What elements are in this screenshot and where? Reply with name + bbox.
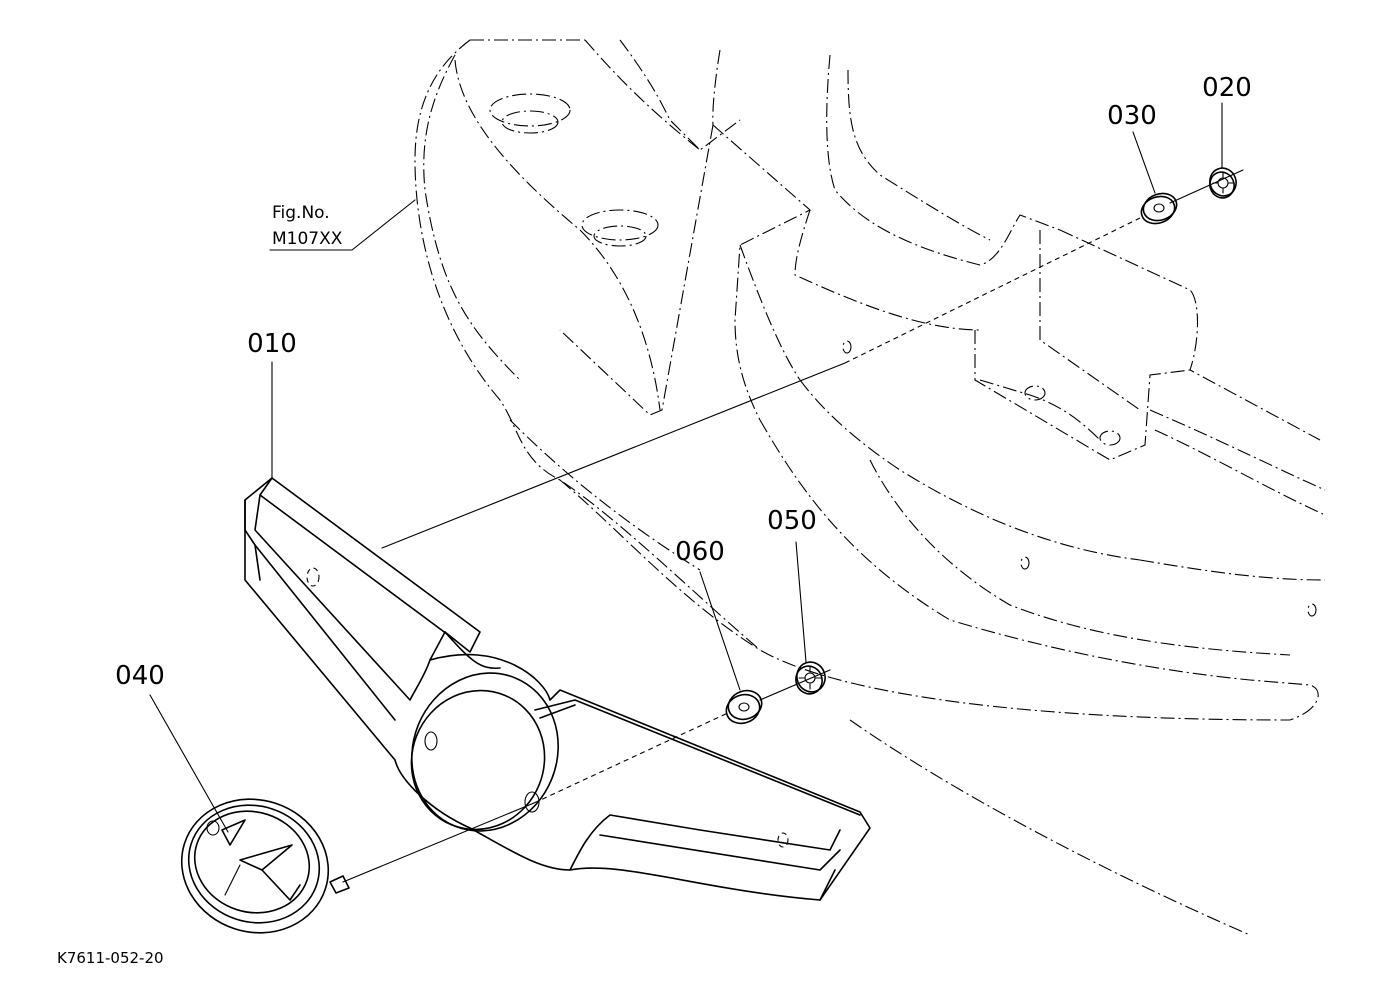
washer-part-030 — [1140, 192, 1178, 225]
part-label-020: 020 — [1202, 73, 1252, 103]
part-label-050: 050 — [767, 506, 817, 536]
body-holes — [489, 93, 1317, 617]
figure-reference-line1: Fig.No. — [272, 203, 330, 223]
washer-part-060 — [725, 689, 763, 725]
drawing-code: K7611-052-20 — [57, 949, 164, 967]
figure-reference-line2: M107XX — [272, 229, 343, 249]
part-label-040: 040 — [115, 661, 165, 691]
assembly-lines — [342, 169, 1244, 883]
machine-body-outline — [414, 39, 1326, 936]
part-label-030: 030 — [1107, 101, 1157, 131]
front-grille-part-010 — [244, 477, 871, 901]
part-label-010: 010 — [247, 329, 297, 359]
leader-lines — [149, 102, 1223, 833]
emblem-part-040 — [180, 798, 350, 934]
nut-part-020 — [1209, 167, 1237, 199]
part-label-060: 060 — [675, 537, 725, 567]
